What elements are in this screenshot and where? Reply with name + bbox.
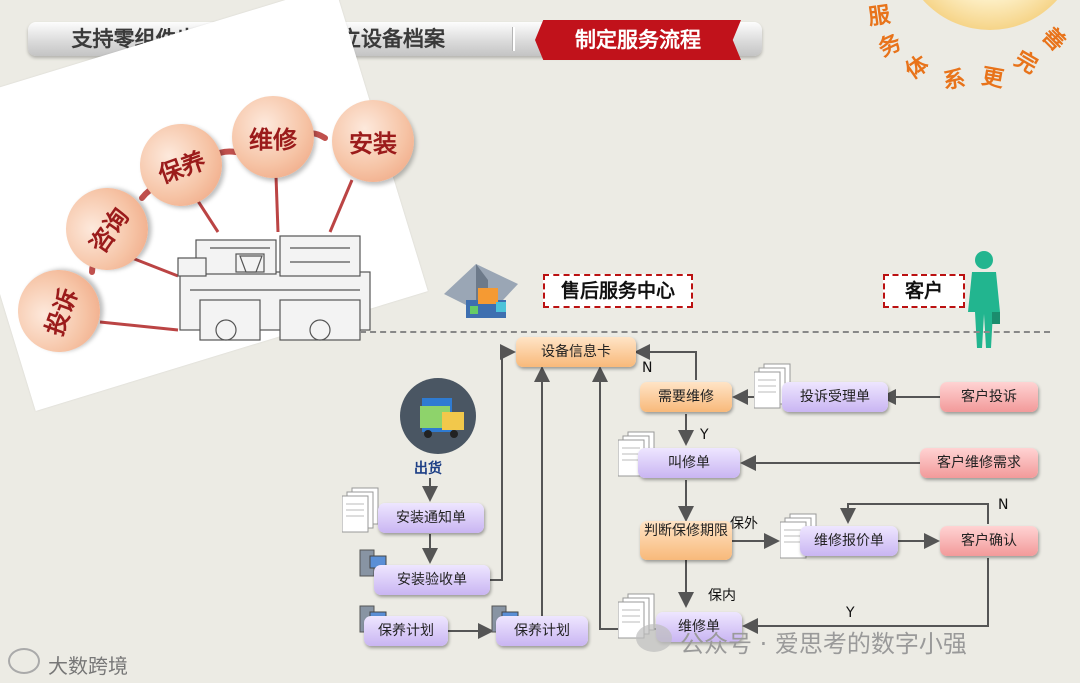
tab-service-process[interactable]: 制定服务流程 [535, 20, 741, 60]
bubble-install: 安装 [332, 100, 414, 182]
watermark-logo-icon [8, 648, 40, 674]
customer-repair-request-box[interactable]: 客户维修需求 [920, 448, 1038, 478]
call-repair-box[interactable]: 叫修单 [638, 448, 740, 478]
install-notice-box[interactable]: 安装通知单 [378, 503, 484, 533]
delivery-truck-icon [400, 378, 476, 454]
complaint-form-box[interactable]: 投诉受理单 [782, 382, 888, 412]
bubble-repair: 维修 [232, 96, 314, 178]
edge-label-in-warranty: 保内 [708, 588, 736, 604]
judge-warranty-box[interactable]: 判断保修期限 [640, 521, 732, 560]
watermark-account: 公众号 · 爱思考的数字小强 [680, 630, 967, 658]
edge-label-no: N [998, 497, 1009, 513]
maintenance-plan-box[interactable]: 保养计划 [364, 616, 448, 646]
service-center-building-icon [444, 264, 518, 318]
ship-label: 出货 [414, 461, 442, 477]
watermark-brand: 大数跨境 [48, 654, 128, 678]
install-acceptance-box[interactable]: 安装验收单 [374, 565, 490, 595]
machine-illustration [89, 130, 371, 341]
need-repair-box[interactable]: 需要维修 [640, 382, 732, 412]
divider-line [360, 331, 1050, 333]
customer-label: 客户 [883, 274, 965, 308]
customer-complaint-box[interactable]: 客户投诉 [940, 382, 1038, 412]
edge-label-out-of-warranty: 保外 [730, 516, 758, 532]
document-icon [342, 487, 379, 533]
customer-confirm-box[interactable]: 客户确认 [940, 526, 1038, 556]
maintenance-plan-box-2[interactable]: 保养计划 [496, 616, 588, 646]
edge-label-no: N [642, 360, 653, 376]
device-info-card-box[interactable]: 设备信息卡 [516, 337, 636, 367]
service-center-label: 售后服务中心 [543, 274, 693, 308]
edge-label-yes: Y [846, 605, 855, 621]
edge-label-yes: Y [700, 427, 709, 443]
tab-divider [512, 27, 515, 51]
wechat-icon [636, 624, 672, 652]
customer-person-icon [968, 251, 1000, 348]
repair-quote-box[interactable]: 维修报价单 [800, 526, 898, 556]
